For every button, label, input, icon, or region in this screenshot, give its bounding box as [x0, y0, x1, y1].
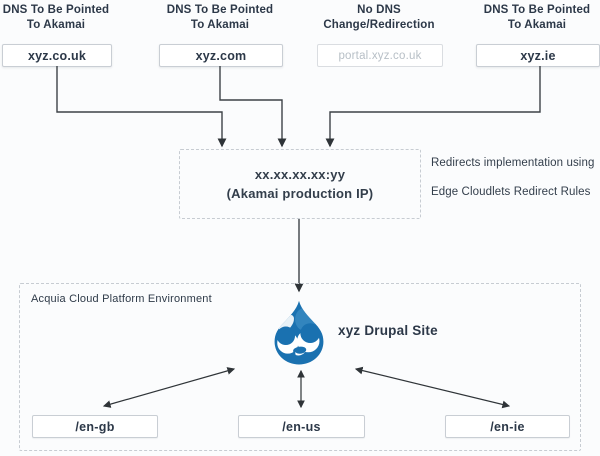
dns-note-line: Change/Redirection — [323, 18, 435, 31]
akamai-ip-caption: (Akamai production IP) — [226, 186, 374, 201]
redirects-annotation-line-1: Redirects implementation using — [431, 157, 595, 169]
domain-box-xyz-co-uk: xyz.co.uk — [2, 44, 112, 67]
domain-label: xyz.ie — [520, 48, 556, 63]
path-box-en-ie: /en-ie — [445, 415, 570, 438]
dns-note-line: To Akamai — [190, 18, 250, 31]
domain-box-xyz-ie: xyz.ie — [476, 44, 600, 67]
acquia-environment-label: Acquia Cloud Platform Environment — [31, 293, 212, 305]
domain-box-xyz-com: xyz.com — [159, 44, 283, 67]
domain-label: xyz.co.uk — [27, 48, 87, 63]
akamai-ip: xx.xx.xx.xx:yy — [254, 167, 346, 182]
dns-note-line: DNS To Be Pointed — [166, 4, 274, 16]
connector-xyz-ie — [325, 66, 541, 148]
dns-note-line: DNS To Be Pointed — [2, 4, 110, 16]
acquia-environment-box — [19, 283, 581, 451]
domain-box-portal-xyz-co-uk: portal.xyz.co.uk — [317, 44, 443, 67]
redirects-annotation-line-2: Edge Cloudlets Redirect Rules — [431, 186, 591, 198]
drupal-site-label: xyz Drupal Site — [338, 323, 438, 338]
dns-note-line: DNS To Be Pointed — [483, 4, 591, 16]
dns-note-label: DNS To Be Pointed To Akamai — [0, 3, 126, 32]
dns-note-label: DNS To Be Pointed To Akamai — [467, 3, 600, 32]
dns-note-line: To Akamai — [26, 18, 86, 31]
dns-note-label: DNS To Be Pointed To Akamai — [150, 3, 290, 32]
no-dns-note-label: No DNS Change/Redirection — [309, 3, 449, 32]
connector-xyz-com — [219, 66, 287, 148]
dns-note-line: To Akamai — [507, 18, 567, 31]
druplicon-icon — [274, 300, 324, 365]
connector-xyz-co-uk — [56, 66, 227, 148]
path-label: /en-us — [282, 419, 321, 434]
path-box-en-us: /en-us — [238, 415, 365, 438]
akamai-production-ip-box: xx.xx.xx.xx:yy (Akamai production IP) — [179, 149, 421, 219]
dns-note-line: No DNS — [357, 4, 401, 16]
path-label: /en-gb — [75, 419, 115, 434]
path-box-en-gb: /en-gb — [32, 415, 158, 438]
domain-label: xyz.com — [195, 48, 247, 63]
domain-label: portal.xyz.co.uk — [338, 49, 422, 62]
path-label: /en-ie — [490, 419, 525, 434]
